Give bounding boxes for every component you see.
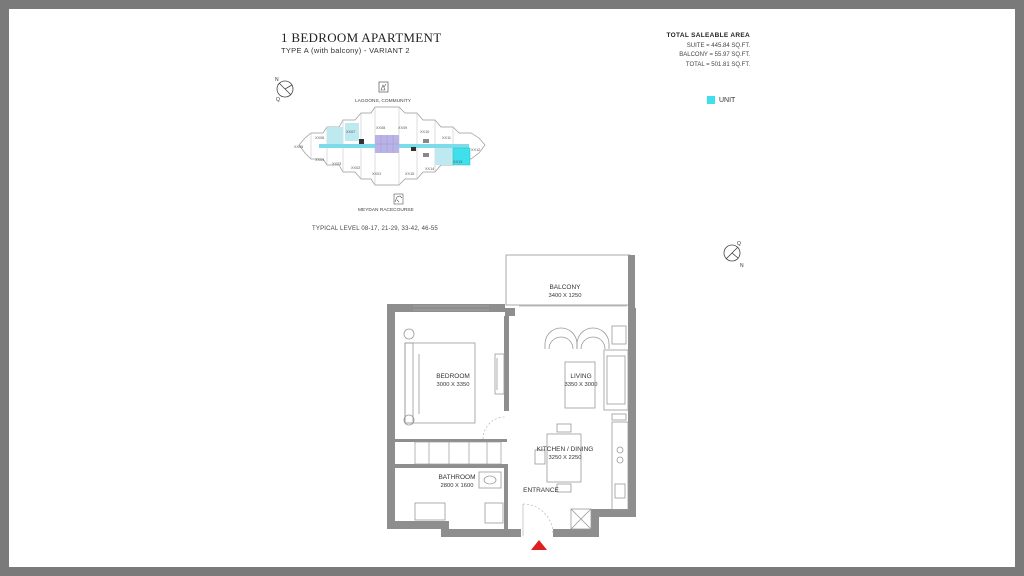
- keyplan-unit-xx07: XX07: [346, 130, 355, 134]
- keyplan-unit-xx02: XX02: [351, 166, 360, 170]
- keyplan-bottom-label: MEYDAN RACECOURSE: [358, 207, 414, 213]
- compass-q-label: Q: [276, 97, 280, 103]
- keyplan-unit-xx15: XX15: [405, 172, 414, 176]
- keyplan-unit-xx09: XX09: [398, 126, 407, 130]
- compass-n-label: N: [275, 77, 279, 83]
- area-suite: SUITE = 445.84 SQ.FT.: [686, 42, 750, 49]
- bathroom-fixtures: [414, 471, 504, 524]
- keyplan-unit-xx06: XX06: [315, 136, 324, 140]
- balcony-area: [505, 254, 635, 308]
- unit-legend-swatch: [707, 96, 715, 104]
- area-balcony: BALCONY = 55.97 SQ.FT.: [679, 52, 750, 58]
- balcony-dim: 3400 X 1250: [549, 293, 582, 299]
- kitchen-counter: [611, 421, 629, 511]
- entrance-label: ENTRANCE: [523, 487, 559, 494]
- building-icon: [378, 81, 389, 93]
- keyplan-unit-xx12: XX12: [471, 148, 480, 152]
- unit-legend: UNIT: [707, 96, 735, 104]
- saleable-area-block: TOTAL SALEABLE AREA SUITE = 445.84 SQ.FT…: [667, 31, 750, 70]
- area-heading: TOTAL SALEABLE AREA: [666, 32, 750, 39]
- kitchen-label: KITCHEN / DINING: [537, 446, 594, 453]
- floor-plan: BALCONY 3400 X 1250 BEDROOM 3000 X 3350 …: [387, 254, 636, 550]
- keyplan-unit-xx03: XX03: [332, 162, 341, 166]
- dining-table: [534, 423, 582, 493]
- key-plan: LAGOONS, COMMUNITY: [294, 81, 486, 213]
- keyplan-top-label: LAGOONS, COMMUNITY: [355, 98, 412, 104]
- keyplan-unit-xx11: XX11: [442, 136, 451, 140]
- bedroom-label: BEDROOM: [436, 373, 470, 380]
- keyplan-unit-xx10: XX10: [420, 130, 429, 134]
- keyplan-unit-xx04: XX04: [315, 158, 324, 162]
- compass-plan-icon: Q N: [723, 241, 744, 269]
- utility-cabinet: [570, 508, 592, 530]
- level-caption: TYPICAL LEVEL 08-17, 21-29, 33-42, 46-55: [312, 226, 438, 232]
- living-furniture: [544, 325, 629, 421]
- compass-keyplan-icon: N Q: [275, 77, 294, 103]
- living-dim: 3350 X 3000: [565, 382, 598, 388]
- keyplan-unit-xx08: XX08: [376, 126, 385, 130]
- keyplan-unit-xx01: XX01: [372, 172, 381, 176]
- plan-sheet: 1 BEDROOM APARTMENT TYPE A (with balcony…: [9, 9, 1015, 567]
- area-total: TOTAL = 501.81 SQ.FT.: [685, 61, 750, 68]
- bathroom-dim: 2800 X 1600: [441, 483, 474, 489]
- balcony-label: BALCONY: [549, 284, 581, 291]
- keyplan-unit-xx05: XX05: [294, 145, 303, 149]
- horse-icon: [393, 193, 404, 205]
- kitchen-dim: 3250 X 2250: [549, 455, 582, 461]
- entry-marker-icon: [531, 540, 547, 550]
- keyplan-unit-xx14: XX14: [425, 167, 434, 171]
- unit-legend-label: UNIT: [719, 96, 736, 104]
- bathroom-label: BATHROOM: [438, 474, 475, 481]
- compass-plan-q-label: Q: [737, 241, 741, 247]
- page-subtitle: TYPE A (with balcony) - VARIANT 2: [281, 46, 410, 55]
- page-title: 1 BEDROOM APARTMENT: [281, 30, 442, 45]
- wardrobe: [414, 441, 502, 465]
- bedroom-dim: 3000 X 3350: [437, 382, 470, 388]
- living-label: LIVING: [570, 373, 591, 380]
- keyplan-unit-xx13: XX13: [453, 160, 462, 164]
- bed-furniture: [403, 328, 505, 426]
- compass-plan-n-label: N: [740, 263, 744, 269]
